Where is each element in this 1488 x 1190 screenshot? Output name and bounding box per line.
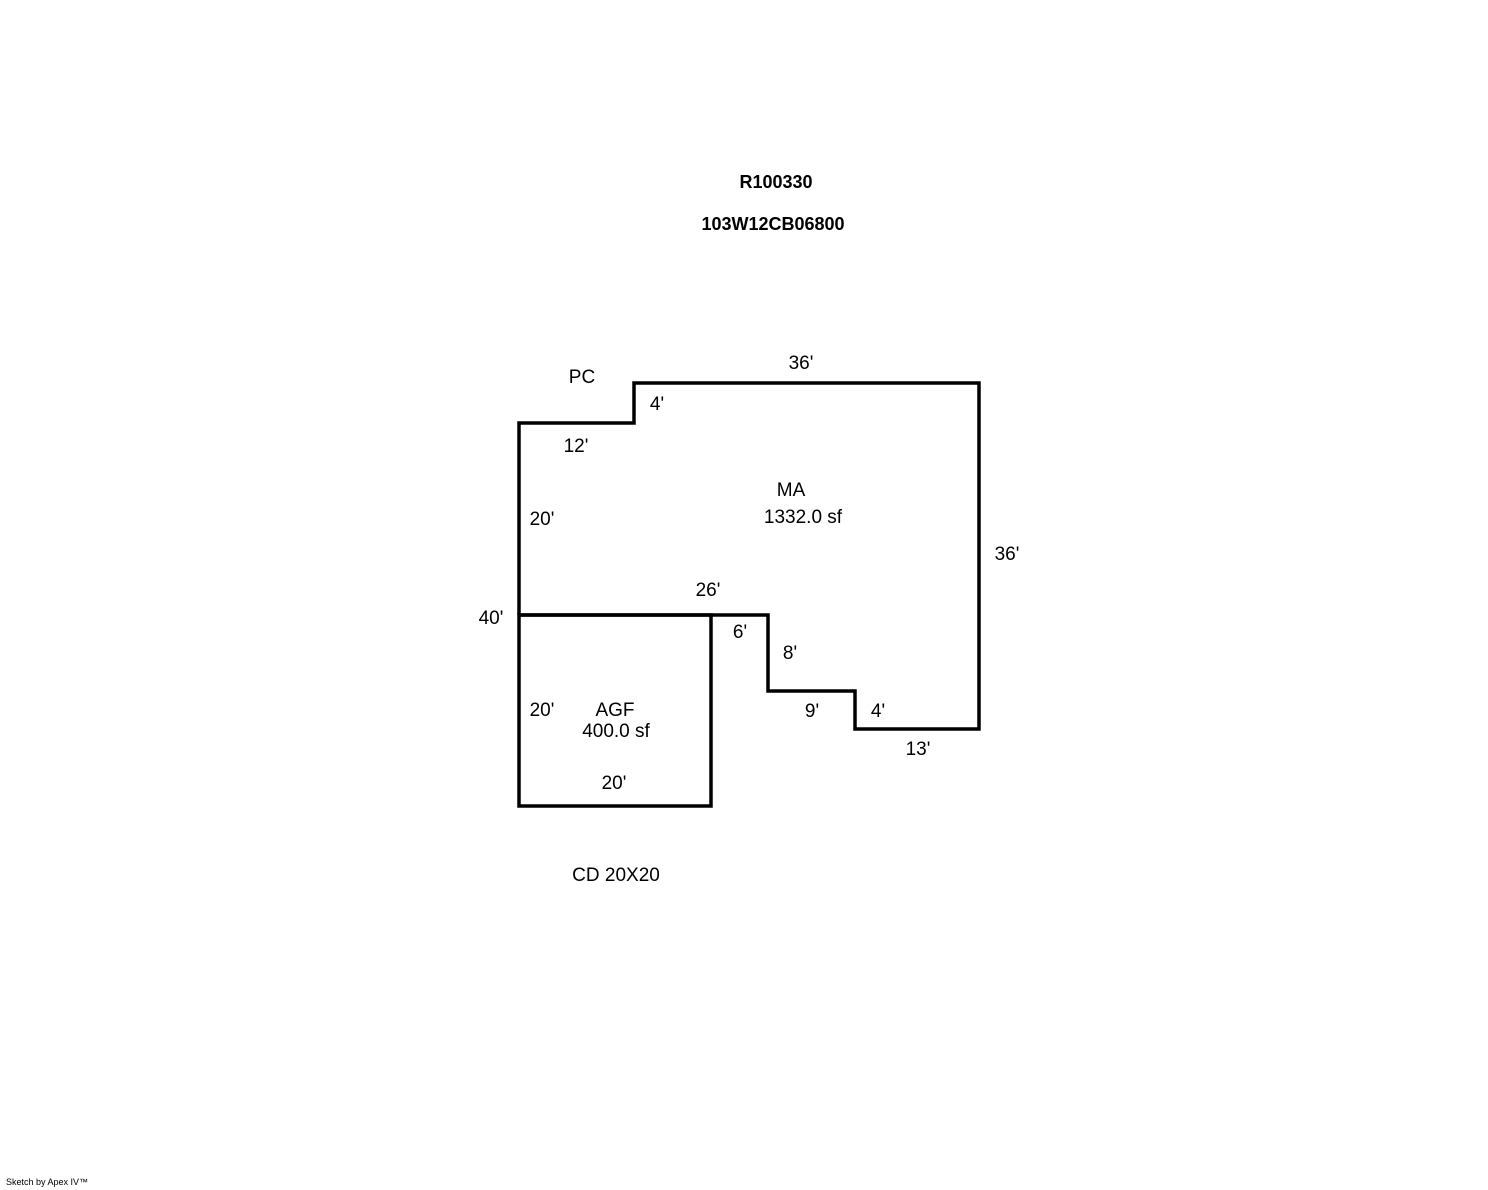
dim-agf-left: 20' bbox=[529, 700, 555, 721]
dim-notch-9: 9' bbox=[804, 701, 820, 722]
main-area-code: MA bbox=[776, 480, 806, 501]
dim-left-total: 40' bbox=[478, 608, 504, 629]
dim-notch-6: 6' bbox=[732, 622, 748, 643]
dim-inner-top: 26' bbox=[695, 580, 721, 601]
sketch-credit: Sketch by Apex IV™ bbox=[6, 1177, 89, 1187]
garage-code: AGF bbox=[595, 700, 635, 721]
dim-bottom-right: 13' bbox=[905, 739, 931, 760]
main-area-outline bbox=[517, 381, 981, 731]
parcel-id: R100330 bbox=[739, 172, 813, 192]
dim-notch-8: 8' bbox=[782, 643, 798, 664]
dim-right: 36' bbox=[994, 544, 1020, 565]
garage-size: 400.0 sf bbox=[582, 721, 650, 742]
porch-label: PC bbox=[568, 367, 596, 388]
map-number: 103W12CB06800 bbox=[701, 214, 845, 234]
dim-pc-step-height: 4' bbox=[649, 394, 665, 415]
garage-outline bbox=[517, 613, 713, 808]
dim-pc-step-width: 12' bbox=[563, 436, 589, 457]
dim-agf-bottom: 20' bbox=[601, 773, 627, 794]
main-area-size: 1332.0 sf bbox=[763, 507, 843, 528]
dim-notch-4: 4' bbox=[870, 701, 886, 722]
dim-left-upper: 20' bbox=[529, 509, 555, 530]
dim-top: 36' bbox=[788, 353, 814, 374]
deck-note: CD 20X20 bbox=[572, 865, 660, 886]
